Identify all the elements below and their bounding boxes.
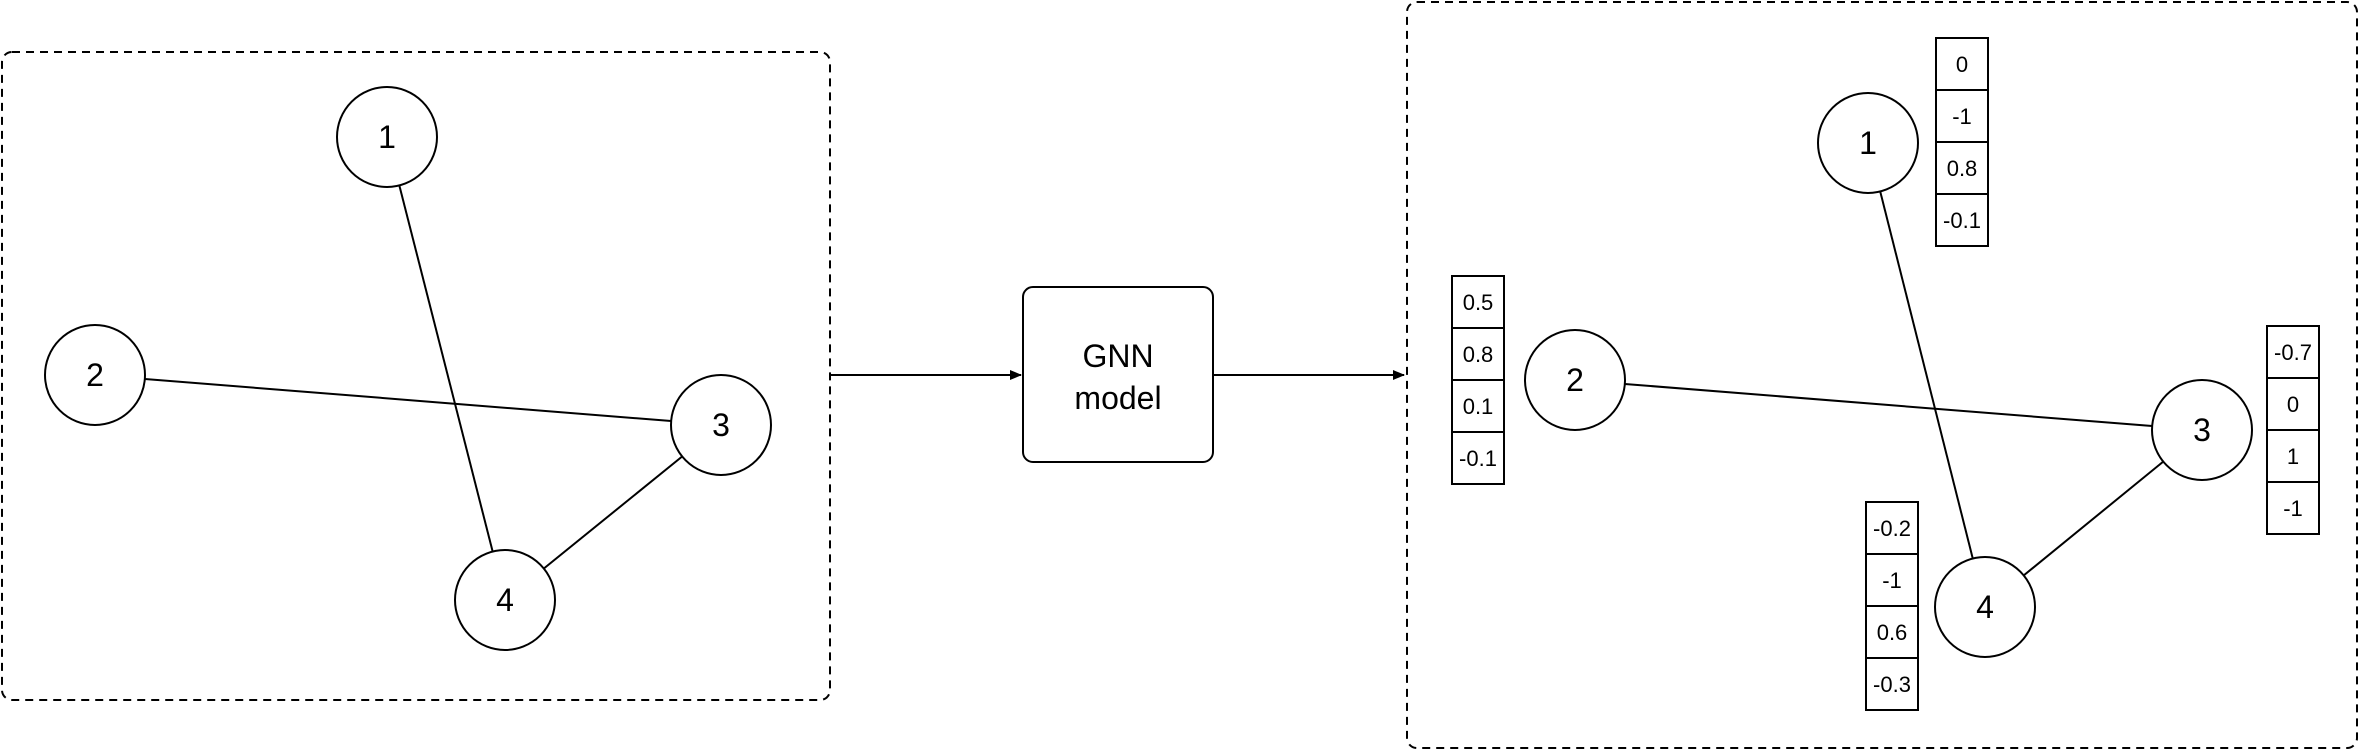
output-node-3: 3 — [2151, 379, 2253, 481]
embedding-cell — [1451, 379, 1505, 433]
embedding-value: -0.1 — [1943, 208, 1981, 233]
embedding-cell — [2266, 481, 2320, 535]
output-edge-2-3 — [1624, 382, 2153, 428]
input-edge-3-4 — [543, 455, 683, 570]
embedding-value: 0.1 — [1463, 394, 1494, 419]
input-graph-frame — [1, 51, 831, 701]
embedding-value: 0.6 — [1877, 620, 1908, 645]
input-node-2: 2 — [44, 324, 146, 426]
input-node-circle — [336, 86, 438, 188]
embedding-cell — [1865, 553, 1919, 607]
embedding-vector-node-3: -0.7 0 1 -1 — [2266, 325, 2320, 535]
embedding-cell — [1451, 275, 1505, 329]
gnn-model-box: GNN model — [1022, 286, 1214, 463]
input-node-label: 2 — [86, 357, 104, 393]
embedding-value: 0 — [2287, 392, 2299, 417]
output-node-circle — [1524, 329, 1626, 431]
output-node-1: 1 — [1817, 92, 1919, 194]
input-node-circle — [44, 324, 146, 426]
embedding-cell — [1865, 605, 1919, 659]
output-node-label: 1 — [1859, 125, 1877, 161]
output-graph-frame — [1406, 1, 2358, 749]
embedding-cell — [1935, 141, 1989, 195]
output-node-circle — [2151, 379, 2253, 481]
input-node-4: 4 — [454, 549, 556, 651]
embedding-cell — [2266, 325, 2320, 379]
input-graph-nodes: 1 2 3 4 — [44, 86, 772, 651]
input-node-circle — [670, 374, 772, 476]
embedding-value: 0.8 — [1947, 156, 1978, 181]
embedding-value: -1 — [1952, 104, 1972, 129]
embedding-value: -0.1 — [1459, 446, 1497, 471]
embedding-vector-node-1: 0 -1 0.8 -0.1 — [1935, 37, 1989, 247]
input-edge-2-3 — [144, 377, 672, 423]
model-label-line1: GNN — [1082, 338, 1153, 374]
input-node-label: 4 — [496, 582, 514, 618]
input-node-label: 1 — [378, 119, 396, 155]
embedding-value: 0.8 — [1463, 342, 1494, 367]
input-edge-1-4 — [398, 185, 494, 552]
output-edge-3-4 — [2023, 460, 2164, 577]
embedding-value: -1 — [2283, 496, 2303, 521]
output-node-2: 2 — [1524, 329, 1626, 431]
embedding-cell — [1451, 431, 1505, 485]
embedding-cell — [1451, 327, 1505, 381]
node-embedding-vectors: 0 -1 0.8 -0.1 0.5 0.8 0.1 -0.1 -0.7 0 1 -1 -0.2 -1 0.6… — [1451, 37, 2320, 711]
embedding-value: -0.2 — [1873, 516, 1911, 541]
embedding-vector-node-4: -0.2 -1 0.6 -0.3 — [1865, 501, 1919, 711]
output-edge-1-4 — [1879, 191, 1974, 559]
model-label-line2: model — [1074, 380, 1161, 416]
embedding-vector-node-2: 0.5 0.8 0.1 -0.1 — [1451, 275, 1505, 485]
input-node-1: 1 — [336, 86, 438, 188]
embedding-cell — [1865, 657, 1919, 711]
output-node-circle — [1817, 92, 1919, 194]
embedding-value: 0.5 — [1463, 290, 1494, 315]
embedding-cell — [1935, 37, 1989, 91]
output-node-circle — [1934, 556, 2036, 658]
output-node-label: 4 — [1976, 589, 1994, 625]
embedding-cell — [1935, 193, 1989, 247]
input-node-3: 3 — [670, 374, 772, 476]
embedding-value: -1 — [1882, 568, 1902, 593]
input-graph-edges — [144, 185, 683, 570]
input-node-label: 3 — [712, 407, 730, 443]
output-graph-nodes: 1 2 3 4 — [1524, 92, 2253, 658]
embedding-cell — [2266, 429, 2320, 483]
embedding-value: 0 — [1956, 52, 1968, 77]
embedding-value: -0.3 — [1873, 672, 1911, 697]
output-node-4: 4 — [1934, 556, 2036, 658]
output-node-label: 3 — [2193, 412, 2211, 448]
embedding-cell — [1935, 89, 1989, 143]
input-node-circle — [454, 549, 556, 651]
output-graph-edges — [1624, 191, 2164, 577]
embedding-value: -0.7 — [2274, 340, 2312, 365]
embedding-value: 1 — [2287, 444, 2299, 469]
output-node-label: 2 — [1566, 362, 1584, 398]
